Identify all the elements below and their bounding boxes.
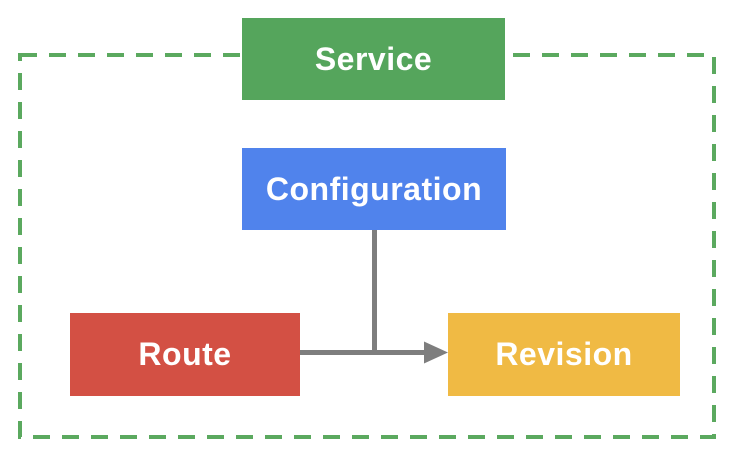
node-service-label: Service [314,40,433,77]
node-service: Service [242,18,505,100]
node-configuration: Configuration [242,148,506,230]
node-configuration-label: Configuration [265,170,483,207]
node-revision: Revision [448,313,680,396]
node-revision-label: Revision [495,336,633,372]
dashed-boundary [18,53,716,439]
node-route-label: Route [138,336,232,372]
arrowhead-icon [424,341,448,364]
node-route: Route [70,313,300,396]
